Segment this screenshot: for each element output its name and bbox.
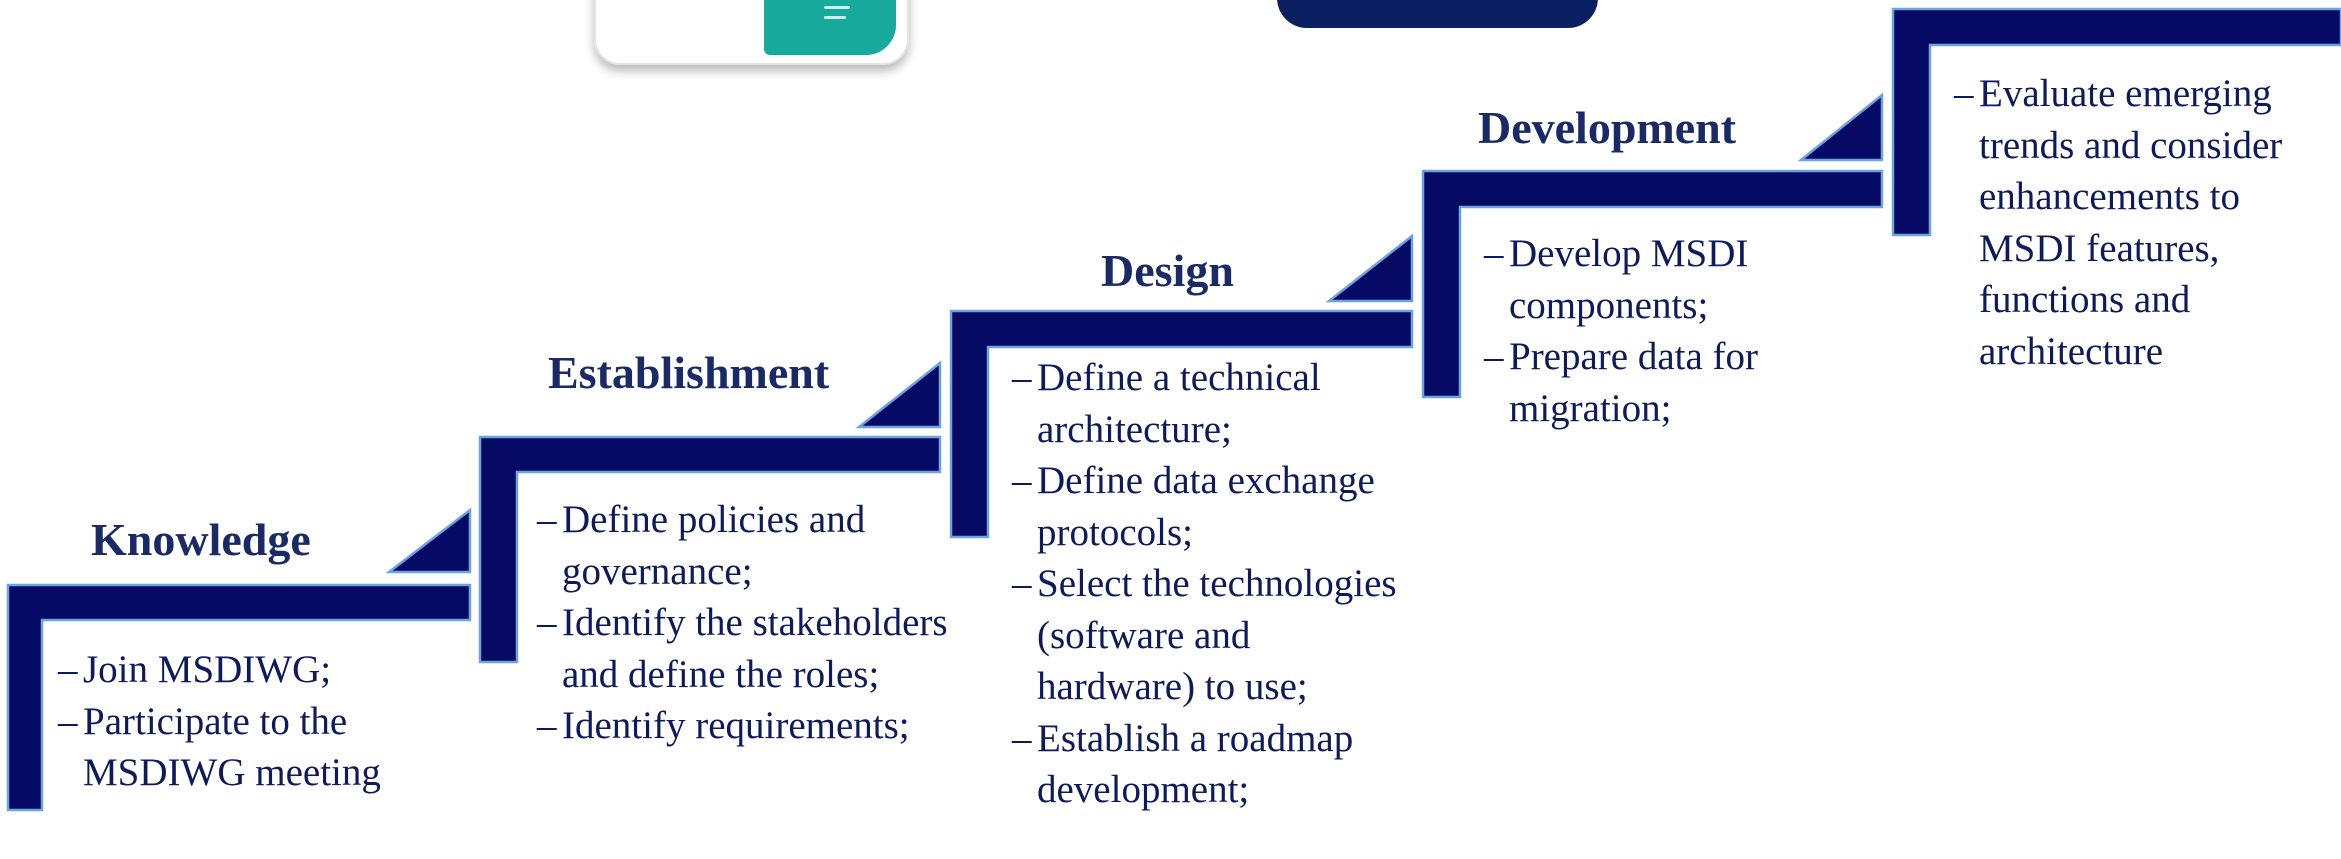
list-item: –Define data exchange protocols; — [1012, 459, 1375, 554]
step-list-development: –Develop MSDI components; –Prepare data … — [1484, 228, 1824, 434]
list-item: –Join MSDIWG; — [58, 648, 332, 691]
banner-tab — [1277, 0, 1598, 28]
list-item: –Establish a roadmap development; — [1012, 716, 1354, 812]
stair-arrow-establishment — [855, 360, 942, 429]
brochure-teal-panel — [764, 0, 896, 55]
stair-arrow-development — [1797, 92, 1884, 162]
stair-tread-knowledge — [6, 583, 472, 812]
stair-arrow-knowledge — [385, 507, 472, 574]
stair-tread-top — [1891, 7, 2341, 237]
stair-tread-establishment — [478, 435, 942, 664]
step-title-design: Design — [1101, 245, 1234, 296]
list-item: –Identify the stakeholders and define th… — [537, 601, 948, 696]
stair-step-knowledge — [6, 507, 472, 812]
step-title-knowledge: Knowledge — [91, 514, 311, 565]
step-list-establishment: –Define policies and governance; –Identi… — [537, 494, 957, 752]
step-list-knowledge: –Join MSDIWG; –Participate to the MSDIWG… — [58, 644, 438, 799]
brochure-image — [594, 0, 909, 65]
list-item: –Participate to the MSDIWG meeting — [58, 699, 381, 795]
list-item: –Develop MSDI components; — [1484, 232, 1749, 327]
list-item: –Evaluate emerging trends and consider e… — [1954, 72, 2283, 373]
list-item: –Define a technical architecture; — [1012, 356, 1321, 451]
step-list-design: –Define a technical architecture; –Defin… — [1012, 352, 1412, 816]
list-item: –Prepare data for migration; — [1484, 335, 1759, 430]
stair-step-top — [1891, 7, 2341, 237]
step-title-establishment: Establishment — [548, 347, 830, 398]
list-item: –Identify requirements; — [537, 704, 910, 747]
list-item: –Select the technologies (software and h… — [1012, 562, 1397, 708]
stair-step-design — [949, 233, 1414, 539]
stair-step-development — [1421, 92, 1884, 399]
list-item: –Define policies and governance; — [537, 498, 866, 593]
stair-step-establishment — [478, 360, 942, 664]
step-title-development: Development — [1478, 102, 1737, 153]
stair-tread-development — [1421, 169, 1884, 399]
stair-arrow-design — [1325, 233, 1414, 303]
stair-tread-design — [949, 309, 1414, 539]
step-list-top: –Evaluate emerging trends and consider e… — [1954, 68, 2324, 377]
